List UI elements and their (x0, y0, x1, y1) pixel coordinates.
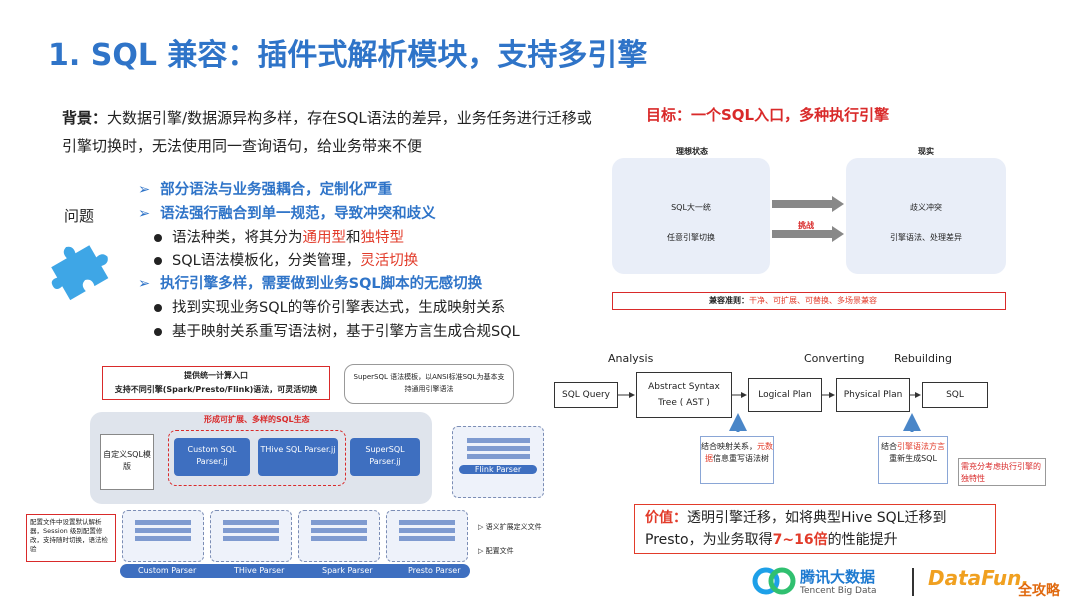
goal-diagram: 理想状态 现实 SQL大一统 任意引擎切换 歧义冲突 引擎语法、处理差异 挑战 … (612, 140, 1008, 312)
datafun-logo: DataFun. (928, 566, 1029, 590)
bullet-3-1: 找到实现业务SQL的等价引擎表达式，生成映射关系 (154, 296, 505, 317)
logo-divider (912, 568, 914, 596)
label-presto-parser: Presto Parser (408, 566, 461, 575)
legend-semantic: ▷ 语义扩展定义文件 (478, 523, 542, 531)
legend-config: ▷ 配置文件 (478, 547, 514, 555)
note-dialect: 结合引擎语法方言重新生成SQL (878, 436, 948, 484)
challenge-label: 挑战 (798, 221, 814, 230)
bullet-3-2: 基于映射关系重写语法树，基于引擎方言生成合规SQL (154, 320, 520, 341)
reality-header: 现实 (918, 147, 934, 156)
background-text: 大数据引擎/数据源异构多样，存在SQL语法的差异，业务任务进行迁移或引擎切换时，… (62, 109, 592, 155)
spark-parser-module (298, 510, 380, 562)
parser-bar (120, 564, 470, 578)
bullet-2-2: SQL语法模板化，分类管理，灵活切换 (154, 249, 418, 270)
pipeline-diagram: Analysis Converting Rebuilding SQL Query… (550, 350, 1050, 500)
bullet-1: ➢部分语法与业务强耦合，定制化严重 (138, 182, 393, 198)
config-note: 配置文件中设置默认解析器，Session 级别配置修改，支持随时切换，语法检验 (26, 514, 116, 562)
stage-converting: Converting (804, 352, 865, 365)
custom-template-doc: 自定义SQL模版 (100, 434, 154, 490)
parser-dashed-group (168, 430, 346, 486)
thive-sql-parser: THive SQL Parser.jj (258, 438, 338, 476)
corner-watermark: 全攻略 (1018, 583, 1060, 599)
label-thive-parser: THive Parser (234, 566, 285, 575)
puzzle-icon (51, 245, 109, 301)
pipeline-arrows (618, 392, 921, 432)
ideal-box: SQL大一统 任意引擎切换 (612, 158, 770, 274)
bullet-3: ➢执行引擎多样，需要做到业务SQL脚本的无感切换 (138, 276, 483, 292)
architecture-diagram: 提供统一计算入口支持不同引擎(Spark/Presto/Flink)语法，可灵活… (24, 358, 554, 580)
custom-sql-parser: Custom SQL Parser.jj (174, 438, 250, 476)
background-paragraph: 背景：大数据引擎/数据源异构多样，存在SQL语法的差异，业务任务进行迁移或引擎切… (62, 104, 592, 160)
reality-box: 歧义冲突 引擎语法、处理差异 (846, 158, 1006, 274)
goal-heading: 目标：一个SQL入口，多种执行引擎 (646, 106, 890, 124)
supersql-parser: SuperSQL Parser.jj (350, 438, 420, 476)
value-box: 价值：透明引擎迁移，如将典型Hive SQL迁移到Presto，为业务取得7~1… (634, 504, 996, 554)
label-custom-parser: Custom Parser (138, 566, 197, 575)
thive-parser-module (210, 510, 292, 562)
tencent-logo-text: 腾讯大数据 (800, 568, 876, 586)
custom-parser-module (122, 510, 204, 562)
eco-label: 形成可扩展、多样的SQL生态 (204, 415, 310, 424)
side-note: 需充分考虑执行引擎的独特性 (958, 458, 1046, 486)
problem-label: 问题 (64, 207, 95, 225)
box-physical-plan: Physical Plan (836, 378, 910, 412)
tencent-logo-icon (752, 567, 796, 595)
challenge-arrows (772, 196, 844, 242)
stage-analysis: Analysis (608, 352, 654, 365)
compat-box: 兼容准则：干净、可扩展、可替换、多场景兼容 (612, 292, 1006, 310)
box-logical-plan: Logical Plan (748, 378, 822, 412)
ideal-header: 理想状态 (676, 147, 708, 156)
stage-rebuilding: Rebuilding (894, 352, 952, 365)
tencent-logo-en: Tencent Big Data (800, 586, 877, 596)
flink-parser-module: Flink Parser (452, 426, 544, 498)
supersql-note: SuperSQL 语法模板，以ANSI标准SQL为基本支持通用引擎语法 (344, 364, 514, 404)
bullet-2-1: 语法种类，将其分为通用型和独特型 (154, 226, 404, 247)
page-title: 1. SQL 兼容：插件式解析模块，支持多引擎 (48, 38, 648, 73)
unified-entry-box: 提供统一计算入口支持不同引擎(Spark/Presto/Flink)语法，可灵活… (102, 366, 330, 400)
label-spark-parser: Spark Parser (322, 566, 373, 575)
background-label: 背景： (62, 109, 108, 127)
bullet-2: ➢语法强行融合到单一规范，导致冲突和歧义 (138, 206, 436, 222)
note-mapping: 结合映射关系，元数据信息重写语法树 (700, 436, 774, 484)
box-sql-query: SQL Query (554, 382, 618, 408)
box-sql: SQL (922, 382, 988, 408)
presto-parser-module (386, 510, 468, 562)
